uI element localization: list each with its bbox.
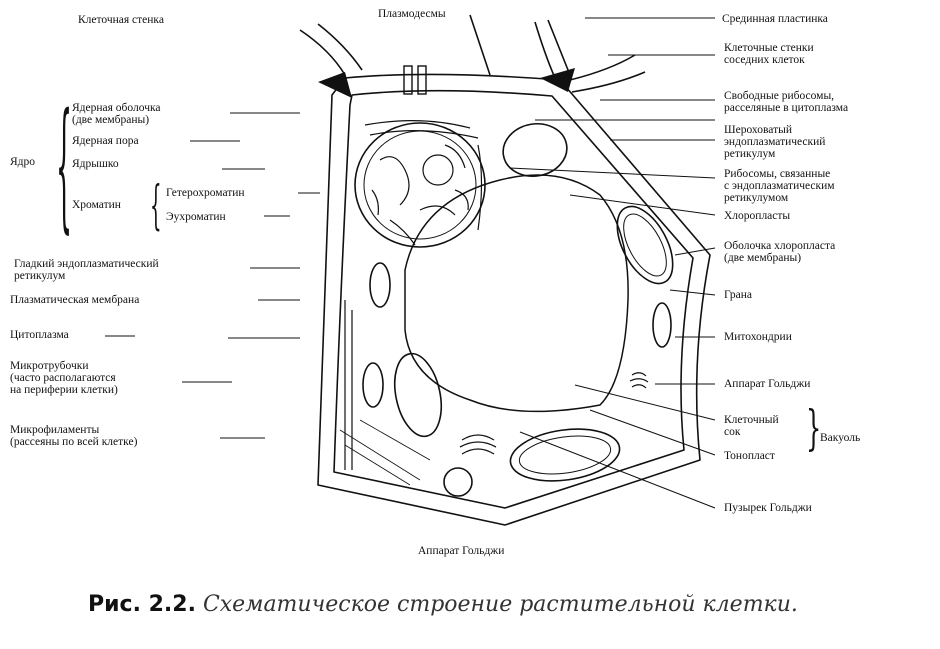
plant-cell-diagram [105,14,716,526]
vacuole-brace: } [806,400,822,456]
neighbor-wall-left-2 [317,23,363,71]
cell-wall-outer [317,73,711,526]
chloroplast-right [616,205,674,285]
chloroplast-right-inner [623,213,667,277]
label-microtubules-2: (часто располагаются [10,372,116,384]
label-nuclear-envelope-1: Ядерная оболочка [72,102,161,114]
golgi-bottom [459,434,497,455]
label-bound-ribosomes-1: Рибосомы, связанные [724,168,831,180]
chloroplast-bottom-inner [518,435,612,475]
label-vacuole: Вакуоль [820,432,861,444]
label-grana: Грана [724,289,753,301]
mitochondrion-left-1 [369,262,391,308]
label-microfilaments-1: Микрофиламенты [10,424,100,436]
label-tonoplast: Тонопласт [724,450,775,462]
label-microfilaments-2: (рассеяны по всей клетке) [10,436,138,448]
label-neighbor-walls-2: соседних клеток [724,54,805,66]
mitochondrion-right [652,302,672,348]
label-chloroplast-envelope-1: Оболочка хлоропласта [724,240,836,252]
chromatin-brace: { [150,176,162,236]
nucleolus [422,154,454,186]
mitochondrion-bottom [443,467,473,497]
label-middle-lamella: Срединная пластинка [722,13,828,25]
label-chromatin: Хроматин [72,199,121,211]
nucleus-inner [363,130,477,240]
chloroplast-top [502,122,568,178]
label-bound-ribosomes-2: с эндоплазматическим [724,180,835,192]
label-smooth-er-2: ретикулум [14,270,66,282]
figure-number: Рис. 2.2. [88,592,196,617]
golgi-right [629,372,649,389]
microfilaments [339,419,431,486]
label-neighbor-walls-1: Клеточные стенки [724,42,814,54]
label-plasmodesmata: Плазмодесмы [378,8,446,20]
neighbor-wall-right-2 [547,19,571,76]
label-free-ribosomes-2: расселяные в цитоплазма [724,102,849,114]
mitochondrion-left-2 [362,362,384,408]
label-nucleus: Ядро [10,156,36,168]
label-mitochondria: Митохондрии [724,331,792,343]
label-cell-sap-1: Клеточный [724,414,779,426]
label-nuclear-pore: Ядерная пора [72,135,139,147]
label-bound-ribosomes-3: ретикулумом [724,192,789,204]
microtubules [344,300,353,470]
plasmodesmata-marks [403,65,427,95]
label-smooth-er-1: Гладкий эндоплазматический [14,258,159,270]
label-microtubules-3: на периферии клетки) [10,384,118,396]
label-golgi-bottom: Аппарат Гольджи [418,545,505,557]
neighbor-wall-right-4 [571,71,646,93]
plasma-membrane-outline [333,89,694,509]
label-cytoplasm: Цитоплазма [10,329,69,341]
chloroplast-bottom [509,428,621,482]
label-cell-wall: Клеточная стенка [78,14,164,26]
label-free-ribosomes-1: Свободные рибосомы, [724,90,835,102]
nucleus-outline [354,122,486,248]
neighbor-wall-right-3 [569,54,636,81]
figure-caption: Рис. 2.2. Схематическое строение растите… [88,592,798,617]
label-rough-er-2: эндоплазматический [724,136,826,148]
chromatin-strands [371,144,469,246]
neighbor-wall-top [469,14,491,76]
middle-lamella-left [318,72,352,98]
label-chloroplast-envelope-2: (две мембраны) [724,252,802,264]
middle-lamella-right [540,68,575,92]
label-golgi-right: Аппарат Гольджи [724,378,811,390]
label-nuclear-envelope-2: (две мембраны) [72,114,150,126]
label-cell-sap-2: сок [724,426,741,438]
label-nucleolus: Ядрышко [72,158,119,170]
label-golgi-vesicle: Пузырек Гольджи [724,502,812,514]
nucleus-brace: { [56,84,73,247]
neighbor-wall-right [534,21,556,79]
label-plasma-membrane: Плазматическая мембрана [10,294,140,306]
chloroplast-left [393,352,443,438]
neighbor-wall-left [299,29,346,76]
label-microtubules-1: Микротрубочки [10,360,89,372]
label-chloroplasts: Хлоропласты [724,210,791,222]
label-euchromatin: Эухроматин [166,211,226,223]
rough-er [364,120,483,231]
label-heterochromatin: Гетерохроматин [166,187,245,199]
vacuole-outline [404,174,629,413]
label-rough-er-1: Шероховатый [724,124,792,136]
label-rough-er-3: ретикулум [724,148,776,160]
figure-caption-text: Схематическое строение растительной клет… [202,592,798,617]
